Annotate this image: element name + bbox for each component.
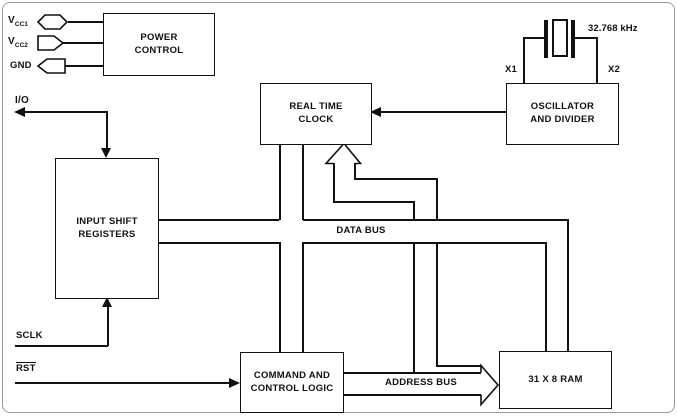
real-time-clock-block: REAL TIME CLOCK [260, 83, 372, 145]
power-control-block: POWER CONTROL [103, 13, 215, 76]
data-bus-bottom-line-left [157, 242, 279, 244]
address-bus-label: ADDRESS BUS [385, 377, 457, 388]
wire-sclk-vertical [107, 306, 109, 346]
address-bus-bottom-line [342, 394, 481, 396]
command-control-logic-block: COMMAND AND CONTROL LOGIC [240, 352, 344, 413]
rst-overlined-text: RST [16, 362, 36, 374]
rtc-bus-arrow-drop-right [436, 178, 438, 221]
wire-crystal-left-horizontal [523, 37, 545, 39]
ram-label: 31 X 8 RAM [528, 373, 583, 385]
vcc1-pin-label: VCC1 [8, 15, 28, 28]
crystal-left-plate-icon [544, 20, 548, 58]
vcc1-base: V [8, 15, 15, 26]
rtc-ccl-channel-left-upper [279, 143, 281, 220]
input-shift-registers-block: INPUT SHIFT REGISTERS [55, 158, 159, 299]
rtc-ccl-channel-right-upper [302, 143, 304, 220]
power-control-label-line2: CONTROL [134, 44, 184, 56]
vcc2-subscript: CC2 [14, 42, 28, 49]
sclk-arrowhead-icon [102, 297, 112, 307]
rtc-bus-arrow-bend-left [333, 201, 414, 203]
isr-label-line1: INPUT SHIFT [76, 215, 138, 227]
wire-gnd-lead [64, 65, 104, 67]
wire-x2-vertical [596, 37, 598, 83]
ccl-label-line1: COMMAND AND [253, 369, 331, 381]
oscillator-divider-block: OSCILLATOR AND DIVIDER [506, 83, 619, 145]
rst-pin-label: RST [16, 362, 36, 374]
rtc-label-line1: REAL TIME [289, 101, 343, 113]
rtc-bus-arrow-bend-right [354, 178, 437, 180]
data-bus-top-line-left [157, 219, 279, 221]
data-bus-label: DATA BUS [336, 225, 386, 236]
x2-pin-label: X2 [608, 64, 621, 75]
vcc2-pin-icon [37, 35, 65, 51]
wire-rst-horizontal [15, 382, 231, 384]
crystal-frequency-label: 32.768 kHz [588, 23, 638, 34]
io-out-arrowhead-icon [14, 107, 25, 117]
ram-block: 31 X 8 RAM [499, 351, 612, 409]
wire-io-vertical [106, 111, 108, 149]
vcc1-pin-icon [36, 14, 69, 30]
x1-pin-label: X1 [505, 64, 518, 75]
ccl-label-line2: CONTROL LOGIC [250, 382, 334, 394]
wire-vcc2-lead [62, 42, 104, 44]
data-to-ram-channel-bend [436, 365, 481, 367]
sclk-pin-label: SCLK [16, 330, 43, 341]
wire-crystal-right-horizontal [574, 37, 597, 39]
rtc-label-line2: CLOCK [298, 114, 334, 125]
address-bus-top-line [342, 372, 481, 374]
rtc-ccl-channel-right-lower [302, 242, 304, 353]
gnd-pin-icon [36, 58, 66, 74]
wire-sclk-horizontal [15, 345, 108, 347]
oscillator-label-line1: OSCILLATOR [530, 101, 595, 113]
isr-label-line2: REGISTERS [78, 228, 136, 240]
wire-io-horizontal [24, 111, 107, 113]
vcc2-base: V [8, 36, 15, 47]
oscillator-to-rtc-arrowhead-icon [370, 107, 381, 117]
wire-vcc1-lead [68, 21, 104, 23]
rtc-bus-arrow-shaft-right [354, 163, 356, 180]
wire-oscillator-to-rtc [379, 111, 506, 113]
oscillator-label-line2: AND DIVIDER [530, 114, 595, 125]
wire-x1-vertical [523, 37, 525, 83]
rtc-ccl-channel-left-lower [279, 242, 281, 353]
vcc2-pin-label: VCC2 [8, 36, 28, 49]
io-pin-label: I/O [15, 95, 29, 106]
crystal-body-icon [551, 19, 568, 57]
data-to-ram-channel-left [413, 242, 415, 374]
data-to-ram-channel-right [436, 242, 438, 367]
io-in-arrowhead-icon [101, 148, 111, 158]
data-bus-to-ram-inner [545, 242, 547, 352]
data-bus-bottom-line-right [303, 242, 547, 244]
vcc1-subscript: CC1 [14, 21, 28, 28]
gnd-pin-label: GND [10, 60, 32, 71]
rst-arrowhead-icon [229, 378, 240, 388]
power-control-label-line1: POWER [140, 31, 178, 43]
ram-bus-arrowhead-icon [480, 363, 500, 407]
rtc-bus-arrow-shaft-left [333, 163, 335, 203]
rtc-bus-arrow-drop-left [413, 201, 415, 221]
crystal-right-plate-icon [571, 20, 575, 58]
data-bus-to-ram-outer [567, 219, 569, 352]
